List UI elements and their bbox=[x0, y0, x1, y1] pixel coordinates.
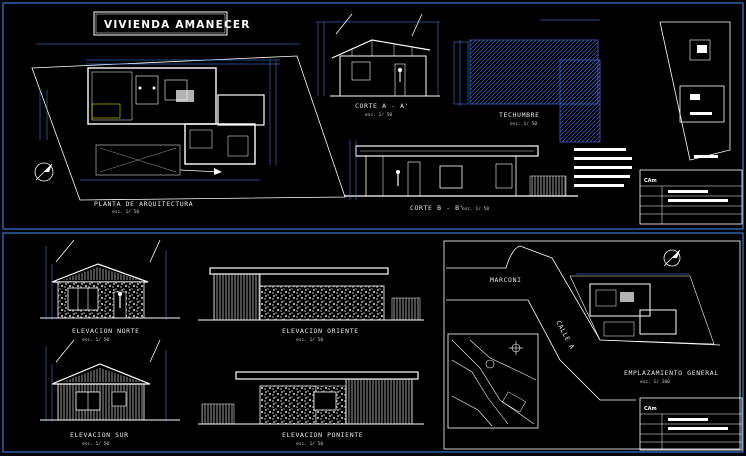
section-aa-drawing bbox=[316, 13, 440, 97]
elevation-east-drawing bbox=[198, 267, 424, 321]
section-bb-scale: esc. 1/ 50 bbox=[462, 206, 489, 212]
location-map-inset bbox=[447, 333, 539, 429]
site-plan-drawing: MARCONI CALLE A EMPLAZAMIENTO GENERAL es… bbox=[443, 240, 741, 450]
project-title: VIVIENDA AMANECER bbox=[104, 19, 251, 31]
elevation-north-drawing bbox=[40, 239, 180, 320]
site-plan-scale: esc. 1/ 100 bbox=[640, 379, 670, 385]
street-calle-a-label: CALLE A bbox=[554, 319, 576, 351]
elevation-north-scale: esc. 1/ 50 bbox=[82, 337, 109, 343]
title-block-1: CAm bbox=[639, 169, 743, 225]
plan-label: PLANTA DE ARQUITECTURA bbox=[94, 200, 193, 208]
elevation-west-label: ELEVACION PONIENTE bbox=[282, 431, 363, 439]
notes-block bbox=[574, 148, 632, 187]
title-block-2-logo: CAm bbox=[644, 406, 657, 412]
title-block-2: CAm bbox=[639, 397, 743, 451]
sheet-2-border bbox=[2, 232, 744, 453]
elevation-east-scale: esc. 1/ 50 bbox=[296, 337, 323, 343]
section-bb-drawing bbox=[344, 140, 578, 200]
elevation-east-label: ELEVACION ORIENTE bbox=[282, 327, 359, 335]
sheet-1-border bbox=[2, 2, 744, 230]
roof-label: TECHUMBRE bbox=[499, 111, 540, 119]
elevation-south-scale: esc. 1/ 50 bbox=[82, 441, 109, 447]
sheet-1: VIVIENDA AMANECER bbox=[2, 2, 744, 230]
location-inset bbox=[659, 21, 731, 161]
title-block-1-logo: CAm bbox=[644, 178, 657, 184]
roof-scale: esc. 1/ 50 bbox=[510, 121, 537, 127]
street-marconi-label: MARCONI bbox=[490, 276, 522, 284]
elevation-south-label: ELEVACION SUR bbox=[70, 431, 129, 439]
site-plan-label: EMPLAZAMIENTO GENERAL bbox=[624, 369, 719, 377]
sheet-2: ELEVACION NORTE esc. 1/ 50 ELEVACION ORI… bbox=[2, 232, 744, 453]
section-aa-scale: esc. 1/ 50 bbox=[365, 112, 392, 118]
site-north-arrow-icon bbox=[663, 249, 681, 267]
plan-scale: esc. 1/ 50 bbox=[112, 209, 139, 215]
elevation-west-drawing bbox=[198, 371, 424, 425]
plan-north-arrow-icon bbox=[34, 162, 54, 182]
floor-plan bbox=[31, 55, 346, 201]
section-bb-label: CORTE B - B' bbox=[410, 204, 464, 212]
location-compass-icon bbox=[509, 341, 523, 355]
section-aa-label: CORTE A - A' bbox=[355, 102, 409, 110]
elevation-north-label: ELEVACION NORTE bbox=[72, 327, 140, 335]
elevation-south-drawing bbox=[40, 339, 180, 422]
roof-plan-drawing bbox=[453, 19, 601, 143]
elevation-west-scale: esc. 1/ 50 bbox=[296, 441, 323, 447]
project-title-box: VIVIENDA AMANECER bbox=[36, 11, 300, 45]
